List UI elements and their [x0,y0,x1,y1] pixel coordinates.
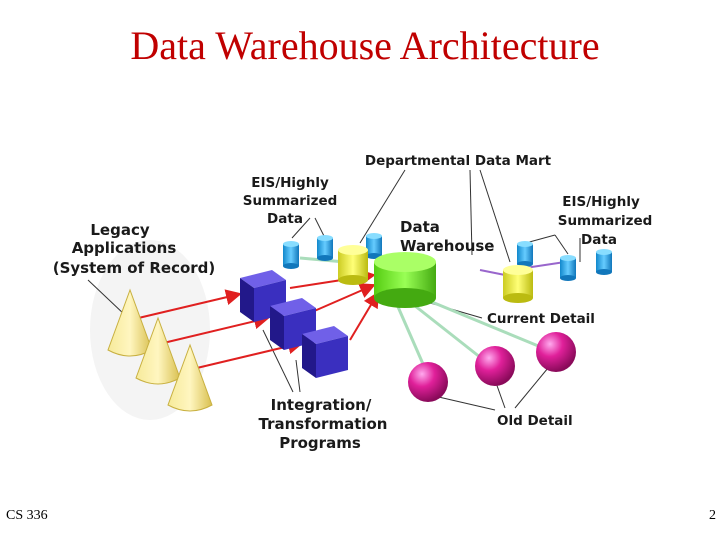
eis-left-label: EIS/Highly Summarized Data [243,175,338,227]
course-code: CS 336 [6,508,48,523]
legacy-label-line3: (System of Record) [53,259,216,277]
legacy-label: Legacy Applications (System of Record) [53,221,216,277]
eis-right-line1: EIS/Highly [562,194,640,210]
data-warehouse-label: Data Warehouse [400,218,494,255]
integration-label: Integration/ Transformation Programs [259,396,388,452]
integration-line2: Transformation [259,415,388,433]
data-warehouse-cylinder [374,252,436,308]
warehouse-line1: Data [400,218,440,236]
legacy-app-cones [107,288,213,412]
departmental-data-marts [338,245,533,303]
eis-left-line1: EIS/Highly [251,175,329,191]
slide-title: Data Warehouse Architecture [130,23,600,68]
integration-line1: Integration/ [271,396,372,414]
integration-line3: Programs [279,434,361,452]
warehouse-line2: Warehouse [400,237,494,255]
legacy-label-line1: Legacy [90,221,149,239]
old-detail-label: Old Detail [497,413,573,429]
integration-cubes [240,270,348,378]
eis-left-line2: Summarized [243,193,338,209]
eis-right-line2: Summarized [558,213,653,229]
departmental-data-mart-label: Departmental Data Mart [365,153,552,169]
page-number: 2 [709,508,716,523]
legacy-label-line2: Applications [72,239,177,257]
eis-right-label: EIS/Highly Summarized Data [558,194,653,248]
old-detail-spheres [408,332,576,402]
eis-right-line3: Data [581,232,617,248]
mart-connectors [479,261,566,276]
eis-left-line3: Data [267,211,303,227]
current-detail-label: Current Detail [487,311,595,327]
